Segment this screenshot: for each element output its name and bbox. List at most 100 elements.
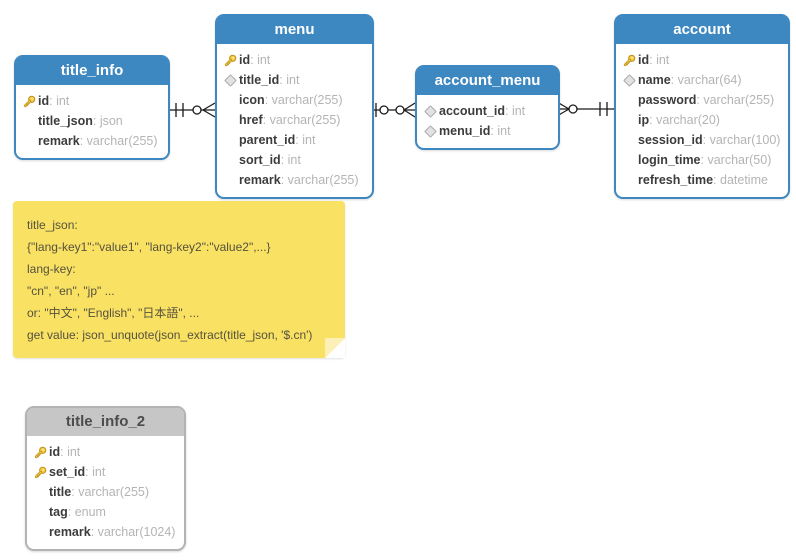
- field-name: menu_id: [439, 124, 491, 138]
- field-indent: [32, 525, 49, 539]
- table-body: account_idint menu_idint: [417, 97, 558, 148]
- connector-account_menu-account[interactable]: [556, 101, 614, 117]
- field-row: namevarchar(64): [621, 70, 782, 90]
- field-name: sort_id: [239, 153, 281, 167]
- field-type: enum: [68, 505, 106, 519]
- primary-key-icon: [222, 53, 239, 67]
- field-row: iconvarchar(255): [222, 90, 366, 110]
- field-type: int: [60, 445, 80, 459]
- field-row: refresh_timedatetime: [621, 170, 782, 190]
- field-row: ipvarchar(20): [621, 110, 782, 130]
- note-line: lang-key:: [27, 262, 76, 276]
- field-type: varchar(255): [80, 134, 158, 148]
- field-type: int: [49, 94, 69, 108]
- field-row: sort_idint: [222, 150, 366, 170]
- field-name: tag: [49, 505, 68, 519]
- field-name: id: [49, 445, 61, 459]
- table-body: idint namevarchar(64) passwordvarchar(25…: [616, 46, 788, 197]
- field-type: int: [281, 153, 301, 167]
- field-type: int: [250, 53, 270, 67]
- table-title-info-2[interactable]: title_info_2 idint set_idint titlevarcha…: [25, 406, 186, 551]
- field-indent: [222, 173, 239, 187]
- field-row: passwordvarchar(255): [621, 90, 782, 110]
- field-row: hrefvarchar(255): [222, 110, 366, 130]
- field-indent: [32, 485, 49, 499]
- field-type: varchar(50): [701, 153, 771, 167]
- field-row: remarkvarchar(1024): [32, 522, 178, 542]
- field-row: login_timevarchar(50): [621, 150, 782, 170]
- field-name: password: [638, 93, 697, 107]
- field-row: remarkvarchar(255): [222, 170, 366, 190]
- field-name: href: [239, 113, 263, 127]
- field-type: int: [85, 465, 105, 479]
- note-line: {"lang-key1":"value1", "lang-key2":"valu…: [27, 240, 271, 254]
- field-name: title_id: [239, 73, 280, 87]
- field-type: int: [279, 73, 299, 87]
- field-type: int: [490, 124, 510, 138]
- table-title: menu: [217, 16, 372, 46]
- foreign-key-icon: [621, 73, 638, 87]
- foreign-key-icon: [422, 124, 439, 138]
- table-body: idint title_idint iconvarchar(255) hrefv…: [217, 46, 372, 197]
- field-indent: [621, 153, 638, 167]
- foreign-key-icon: [422, 104, 439, 118]
- primary-key-icon: [21, 94, 38, 108]
- field-row: title_jsonjson: [21, 111, 162, 131]
- field-type: varchar(20): [649, 113, 720, 127]
- foreign-key-icon: [222, 73, 239, 87]
- field-type: varchar(255): [71, 485, 149, 499]
- field-name: session_id: [638, 133, 703, 147]
- field-name: refresh_time: [638, 173, 714, 187]
- field-name: set_id: [49, 465, 86, 479]
- field-indent: [21, 134, 38, 148]
- field-row: parent_idint: [222, 130, 366, 150]
- field-name: title_json: [38, 114, 93, 128]
- connector-title_info-menu[interactable]: [166, 102, 216, 118]
- field-type: varchar(255): [263, 113, 341, 127]
- field-name: title: [49, 485, 72, 499]
- field-name: id: [638, 53, 650, 67]
- primary-key-icon: [32, 465, 49, 479]
- field-row: menu_idint: [422, 121, 552, 141]
- field-type: datetime: [713, 173, 768, 187]
- note-line: title_json:: [27, 218, 78, 232]
- field-name: remark: [38, 134, 80, 148]
- note-line: "cn", "en", "jp" ...: [27, 284, 115, 298]
- connector-menu-account_menu[interactable]: [370, 102, 416, 118]
- table-title: title_info: [16, 57, 168, 87]
- field-row: session_idvarchar(100): [621, 130, 782, 150]
- table-account[interactable]: account idint namevarchar(64) passwordva…: [614, 14, 790, 199]
- field-row: account_idint: [422, 101, 552, 121]
- field-type: varchar(1024): [91, 525, 176, 539]
- field-name: account_id: [439, 104, 505, 118]
- field-type: int: [649, 53, 669, 67]
- field-indent: [621, 113, 638, 127]
- field-indent: [621, 173, 638, 187]
- field-row: titlevarchar(255): [32, 482, 178, 502]
- field-row: set_idint: [32, 462, 178, 482]
- field-indent: [222, 113, 239, 127]
- field-indent: [222, 153, 239, 167]
- field-type: varchar(100): [703, 133, 781, 147]
- field-indent: [621, 133, 638, 147]
- table-account-menu[interactable]: account_menu account_idint menu_idint: [415, 65, 560, 150]
- field-name: ip: [638, 113, 650, 127]
- table-title-info[interactable]: title_info idint title_jsonjson remarkva…: [14, 55, 170, 160]
- primary-key-icon: [32, 445, 49, 459]
- field-row: idint: [621, 50, 782, 70]
- sticky-note[interactable]: title_json: {"lang-key1":"value1", "lang…: [13, 201, 345, 358]
- field-indent: [222, 93, 239, 107]
- note-fold-icon: [325, 338, 345, 358]
- primary-key-icon: [621, 53, 638, 67]
- field-type: varchar(64): [671, 73, 742, 87]
- field-row: idint: [222, 50, 366, 70]
- table-menu[interactable]: menu idint title_idint iconvarchar(255) …: [215, 14, 374, 199]
- field-type: int: [505, 104, 525, 118]
- field-name: remark: [49, 525, 91, 539]
- field-row: idint: [32, 442, 178, 462]
- field-type: varchar(255): [696, 93, 774, 107]
- field-name: id: [239, 53, 251, 67]
- field-name: id: [38, 94, 50, 108]
- field-indent: [21, 114, 38, 128]
- field-indent: [222, 133, 239, 147]
